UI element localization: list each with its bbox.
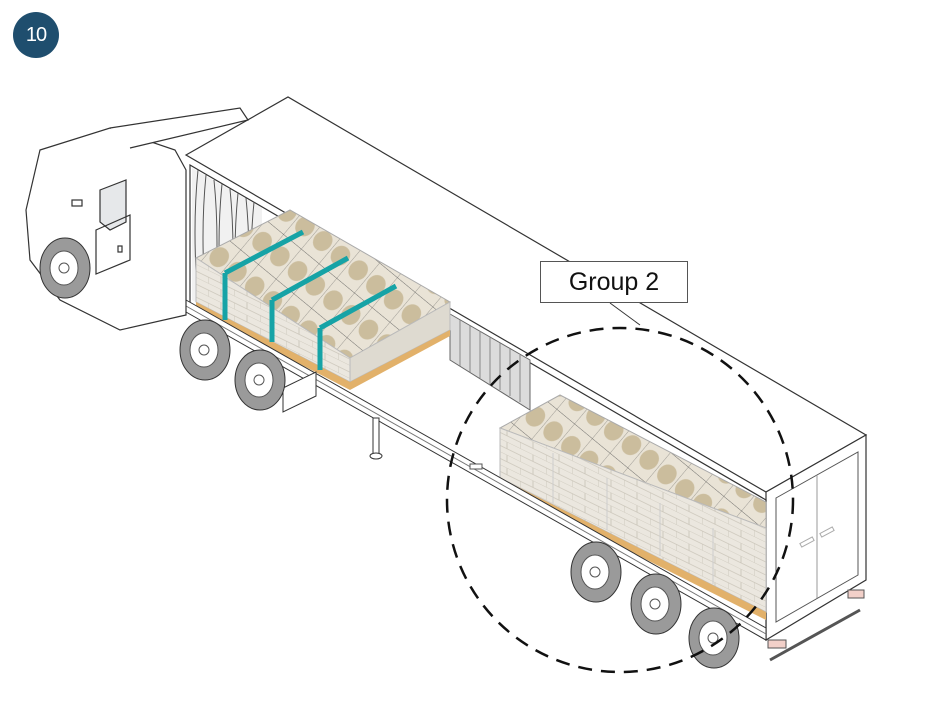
callout-text: Group 2	[568, 267, 660, 296]
side-curtain-middle	[449, 313, 531, 411]
wheel-trailer-1	[570, 541, 622, 603]
cargo-strap	[222, 229, 398, 370]
callout-leader-line	[609, 302, 641, 326]
wheel-drive-2	[234, 349, 286, 411]
cargo-group-1	[195, 209, 452, 390]
trailer-rear-doors	[765, 433, 867, 662]
group-2-highlight-circle	[445, 326, 795, 674]
landing-gear	[282, 371, 383, 460]
wheel-trailer-2	[630, 573, 682, 635]
wheel-front-steer	[39, 237, 91, 299]
step-number: 10	[25, 23, 47, 46]
group-2-callout-label: Group 2	[540, 261, 688, 303]
wheel-trailer-3	[688, 607, 740, 669]
cargo-group-2	[498, 394, 767, 620]
wheel-drive-1	[179, 319, 231, 381]
step-number-badge: 10	[13, 12, 59, 58]
